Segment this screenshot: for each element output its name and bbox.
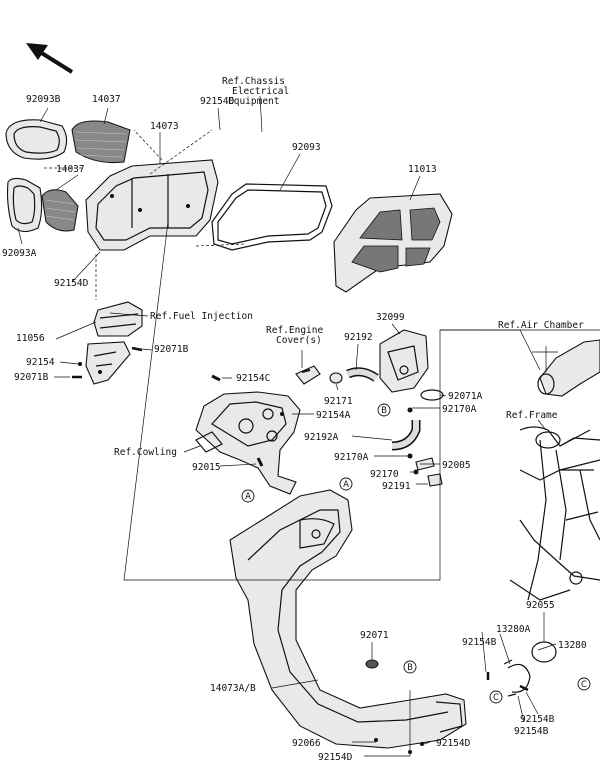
svg-text:C: C: [581, 680, 587, 690]
label-92154c: 92154C: [236, 373, 270, 384]
label-14073: 14073: [150, 121, 179, 132]
label-11013: 11013: [408, 164, 437, 175]
clamp-92170a-lower: [407, 453, 413, 459]
air-chamber-hose: [537, 339, 600, 397]
cap-92191: [427, 473, 443, 487]
ref-frame: Ref.Frame: [506, 410, 558, 421]
marker-c2: C: [577, 677, 591, 691]
bolt-92154a: [280, 412, 284, 416]
cap-92171: [329, 372, 343, 384]
svg-text:C: C: [493, 693, 499, 703]
bracket-under-duct: [85, 341, 131, 385]
air-duct-14073ab: [229, 489, 467, 749]
label-92154b-lower: 92154B: [514, 726, 549, 737]
label-92154b-upper: 92154B: [462, 637, 497, 648]
label-14037-top: 14037: [92, 94, 121, 105]
label-92071b-left: 92071B: [14, 372, 49, 383]
screen-14037-top: [71, 120, 131, 163]
cover-92093a: [6, 177, 43, 233]
label-92170a-lower: 92170A: [334, 452, 369, 463]
grommet-92071: [365, 659, 379, 669]
screen-14037-bottom: [41, 189, 79, 232]
label-92191: 92191: [382, 481, 411, 492]
label-92154a: 92154A: [316, 410, 351, 421]
label-92154d-bottom: 92154D: [318, 752, 353, 763]
stay-bracket: [195, 391, 301, 495]
marker-a1: A: [241, 489, 255, 503]
marker-b2: B: [403, 660, 417, 674]
label-92171: 92171: [324, 396, 353, 407]
ref-engine-line2: Cover(s): [276, 335, 322, 346]
svg-text:B: B: [381, 406, 387, 416]
clamp-92170a-upper: [407, 407, 413, 413]
ref-chassis-line3: Equipment: [228, 96, 279, 107]
cover-92093b: [5, 119, 68, 160]
svg-text:A: A: [245, 492, 251, 502]
marker-b1: B: [377, 403, 391, 417]
part-labels: 92093B 14037 14073 14037 92093A 92154D 9…: [2, 94, 587, 763]
label-32099: 32099: [376, 312, 405, 323]
label-92170a-upper: 92170A: [442, 404, 477, 415]
label-92005: 92005: [442, 460, 471, 471]
label-11056: 11056: [16, 333, 45, 344]
label-92192: 92192: [344, 332, 373, 343]
label-13280: 13280: [558, 640, 587, 651]
label-92066: 92066: [292, 738, 321, 749]
ref-fuel-injection: Ref.Fuel Injection: [150, 311, 253, 322]
label-92154b-middle: 92154B: [520, 714, 555, 725]
air-filter-11013: [333, 193, 453, 293]
label-92071a: 92071A: [448, 391, 483, 402]
meter-housing-14073: [85, 159, 219, 251]
bolt-92154b-right: [519, 684, 529, 692]
bolt-92154c: [211, 374, 221, 382]
bolt-92071b-right: [131, 346, 143, 352]
ref-chassis-line1: Ref.Chassis: [222, 76, 285, 87]
bolt-92154d-right: [420, 742, 424, 746]
ref-cowling: Ref.Cowling: [114, 447, 177, 458]
label-92055: 92055: [526, 600, 555, 611]
resonator-32099: [379, 329, 429, 393]
duct-11056: [93, 301, 143, 337]
leader-lines: [17, 95, 558, 757]
marker-a2: A: [339, 477, 353, 491]
hose-92192a: [391, 420, 421, 451]
marker-c1: C: [489, 690, 503, 704]
clip-92066: [374, 738, 378, 742]
label-92093b: 92093B: [26, 94, 61, 105]
front-direction-arrow: [26, 43, 74, 74]
label-92071b-right: 92071B: [154, 344, 189, 355]
bolt-92015: [256, 457, 264, 467]
label-92192a: 92192A: [304, 432, 339, 443]
svg-text:A: A: [343, 480, 349, 490]
clamp-band-13280: [503, 659, 531, 697]
ref-chassis-line2: Electrical: [232, 86, 289, 97]
engine-cover-part: [295, 365, 321, 385]
label-92154d-top: 92154D: [200, 96, 235, 107]
label-92170: 92170: [370, 469, 399, 480]
reference-labels: Ref.Chassis Electrical Equipment Ref.Fue…: [114, 76, 584, 458]
label-13280a: 13280A: [496, 624, 531, 635]
label-92093: 92093: [292, 142, 321, 153]
label-92093a: 92093A: [2, 248, 37, 259]
hose-92192: [346, 367, 379, 382]
frame-outline: [509, 426, 600, 601]
label-92154d-left: 92154D: [54, 278, 89, 289]
svg-text:B: B: [407, 663, 413, 673]
ref-air-chamber: Ref.Air Chamber: [498, 320, 584, 331]
label-14073ab: 14073A/B: [210, 683, 256, 694]
label-92015: 92015: [192, 462, 221, 473]
label-92154d-right: 92154D: [436, 738, 471, 749]
ref-engine-line1: Ref.Engine: [266, 325, 323, 336]
label-92071: 92071: [360, 630, 389, 641]
label-92154: 92154: [26, 357, 55, 368]
gasket-92093: [211, 183, 333, 251]
o-ring-92071a: [420, 389, 444, 401]
bolt-92154: [78, 362, 82, 366]
label-14037-bottom: 14037: [56, 164, 85, 175]
